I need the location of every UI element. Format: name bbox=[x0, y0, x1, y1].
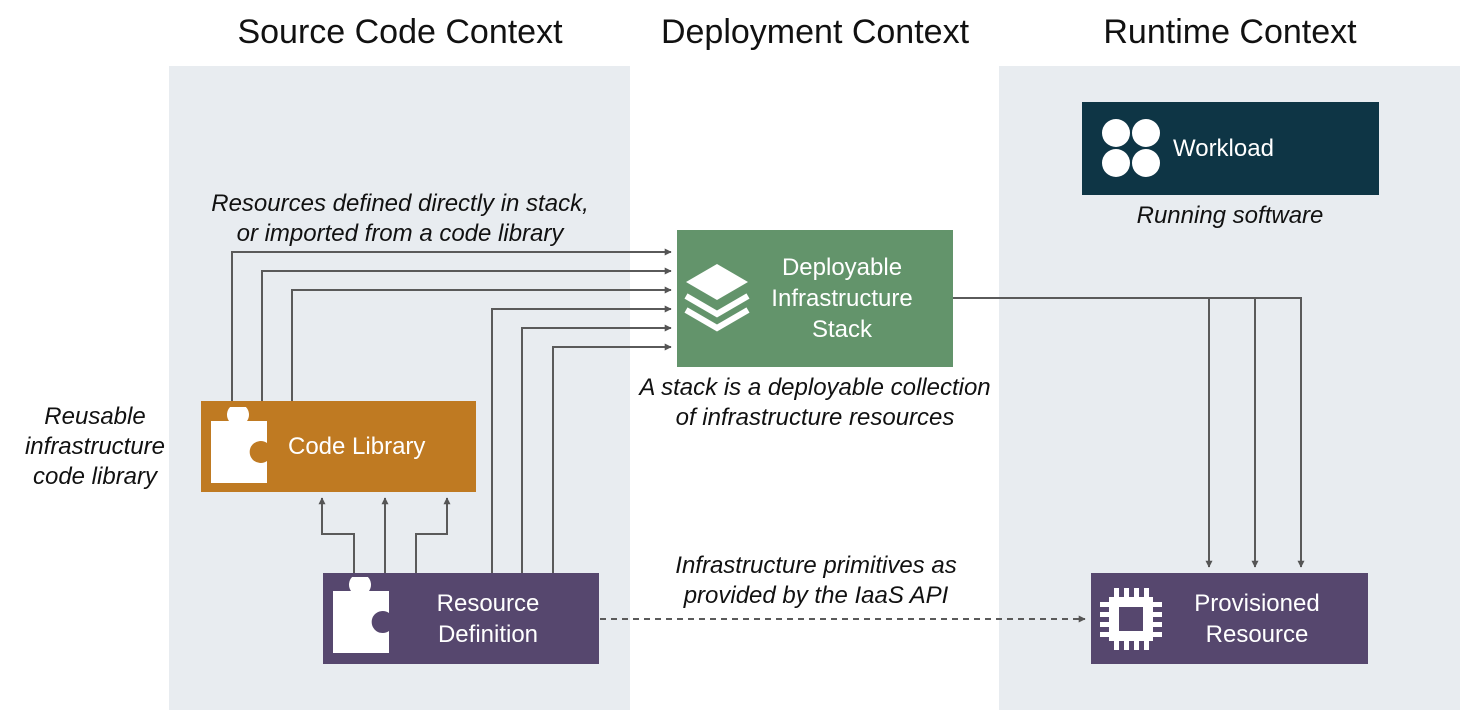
layers-icon bbox=[684, 264, 750, 332]
four-circles-icon bbox=[1102, 119, 1160, 177]
chip-icon bbox=[1100, 588, 1162, 650]
code-library-caption-line-3: code library bbox=[32, 463, 158, 490]
to-stack-caption: Resources defined directly in stack, or … bbox=[170, 189, 630, 249]
resource-definition-label: Resource Definition bbox=[413, 588, 563, 650]
provisioned-resource-label: Provisioned Resource bbox=[1179, 588, 1335, 650]
runtime-context-title: Runtime Context bbox=[1103, 13, 1357, 51]
edge-definition-to-library-3 bbox=[415, 497, 451, 574]
provisioned-resource-label-line-1: Provisioned bbox=[1194, 590, 1320, 617]
iaas-caption-line-2: provided by the IaaS API bbox=[683, 582, 949, 609]
to-stack-caption-line-1: Resources defined directly in stack, bbox=[211, 190, 589, 217]
edge-definition-to-stack-1 bbox=[491, 305, 672, 574]
edge-definition-to-stack-3 bbox=[552, 343, 672, 574]
code-library-caption-line-2: infrastructure bbox=[24, 433, 166, 460]
stack-label-line-3: Stack bbox=[811, 316, 873, 343]
code-library-caption: Reusable infrastructure code library bbox=[10, 402, 180, 492]
edge-stack-to-resource-2 bbox=[1209, 297, 1259, 568]
edge-definition-to-library-1 bbox=[318, 497, 355, 574]
edge-library-to-stack-2 bbox=[261, 267, 672, 402]
provisioned-resource-node: Provisioned Resource bbox=[1091, 573, 1368, 664]
stack-caption-line-1: A stack is a deployable collection bbox=[639, 374, 991, 401]
iaas-caption: Infrastructure primitives as provided by… bbox=[616, 551, 1016, 611]
resource-definition-label-line-1: Resource bbox=[436, 590, 540, 617]
code-library-caption-line-1: Reusable bbox=[44, 403, 146, 430]
stack-caption-line-2: of infrastructure resources bbox=[675, 404, 955, 431]
edge-library-to-stack-3 bbox=[291, 286, 672, 402]
puzzle-icon bbox=[211, 407, 267, 483]
edge-library-to-stack-1 bbox=[231, 248, 672, 402]
puzzle-icon bbox=[333, 577, 389, 653]
iaas-caption-line-1: Infrastructure primitives as bbox=[675, 552, 957, 579]
to-stack-caption-line-2: or imported from a code library bbox=[236, 220, 564, 247]
workload-label: Workload bbox=[1173, 135, 1274, 162]
stack-caption: A stack is a deployable collection of in… bbox=[585, 373, 1045, 433]
source-code-context-title: Source Code Context bbox=[237, 13, 563, 51]
code-library-label: Code Library bbox=[288, 433, 426, 460]
stack-label-line-2: Infrastructure bbox=[771, 285, 913, 312]
stack-label: Deployable Infrastructure Stack bbox=[757, 252, 927, 345]
provisioned-resource-label-line-2: Resource bbox=[1205, 621, 1309, 648]
resource-definition-label-line-2: Definition bbox=[437, 621, 539, 648]
edge-stack-to-resource-3 bbox=[1255, 297, 1305, 568]
resource-definition-node: Resource Definition bbox=[323, 573, 599, 664]
stack-node: Deployable Infrastructure Stack bbox=[677, 230, 953, 367]
stack-label-line-1: Deployable bbox=[781, 254, 903, 281]
deployment-context-title: Deployment Context bbox=[660, 13, 970, 51]
workload-node: Workload bbox=[1082, 102, 1379, 195]
code-library-node: Code Library bbox=[201, 401, 476, 492]
workload-caption: Running software bbox=[1136, 202, 1324, 229]
edge-definition-to-stack-2 bbox=[521, 324, 672, 574]
